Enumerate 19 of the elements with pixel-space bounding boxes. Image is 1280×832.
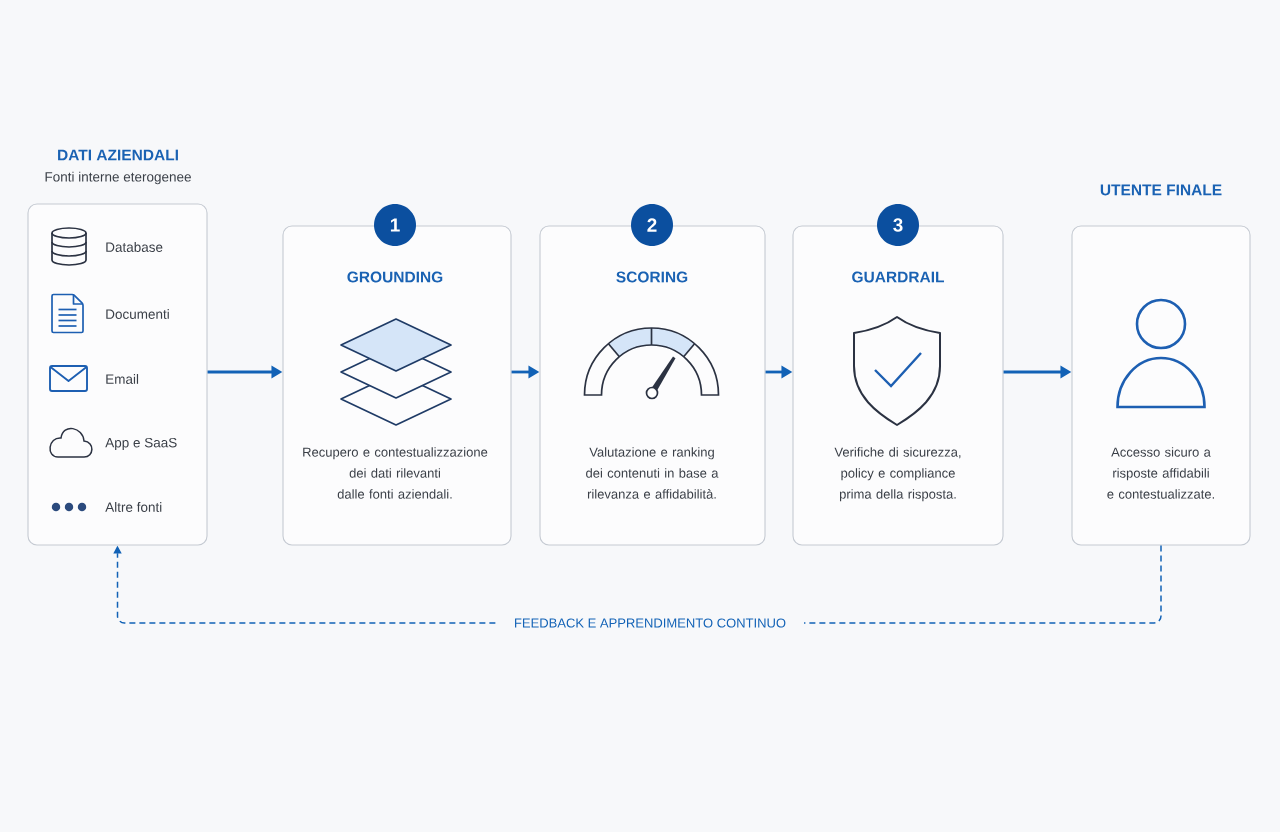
description: Verifiche di sicurezza, policy e compliance prima della risposta. xyxy=(834,447,961,502)
card-heading: GUARDRAIL xyxy=(852,271,944,283)
heading: UTENTE FINALE xyxy=(1100,184,1222,196)
list-item: App e SaaS xyxy=(105,437,177,451)
card-heading: GROUNDING xyxy=(347,271,443,283)
list-item: Altre fonti xyxy=(105,502,162,512)
description: Valutazione e ranking dei contenuti in base a rilevanza e affidabilità. xyxy=(586,447,719,499)
subheading: Fonti interne eterogenee xyxy=(45,171,191,185)
card-heading: SCORING xyxy=(616,271,688,283)
list-item: Database xyxy=(106,242,163,252)
edge-label: FEEDBACK E APPRENDIMENTO CONTINUO xyxy=(495,615,805,631)
description: Accesso sicuro a risposte affidabili e contestualizzate. xyxy=(1107,447,1214,499)
list-item: Email xyxy=(106,374,139,384)
list-item: Documenti xyxy=(106,309,169,319)
description: Recupero e contestualizzazione dei dati rilevanti dalle fonti aziendali. xyxy=(303,447,488,499)
step-badge: 2 xyxy=(631,204,673,246)
step-badge: 3 xyxy=(877,204,919,246)
step-badge: 1 xyxy=(374,204,416,246)
heading: DATI AZIENDALI xyxy=(58,149,178,161)
